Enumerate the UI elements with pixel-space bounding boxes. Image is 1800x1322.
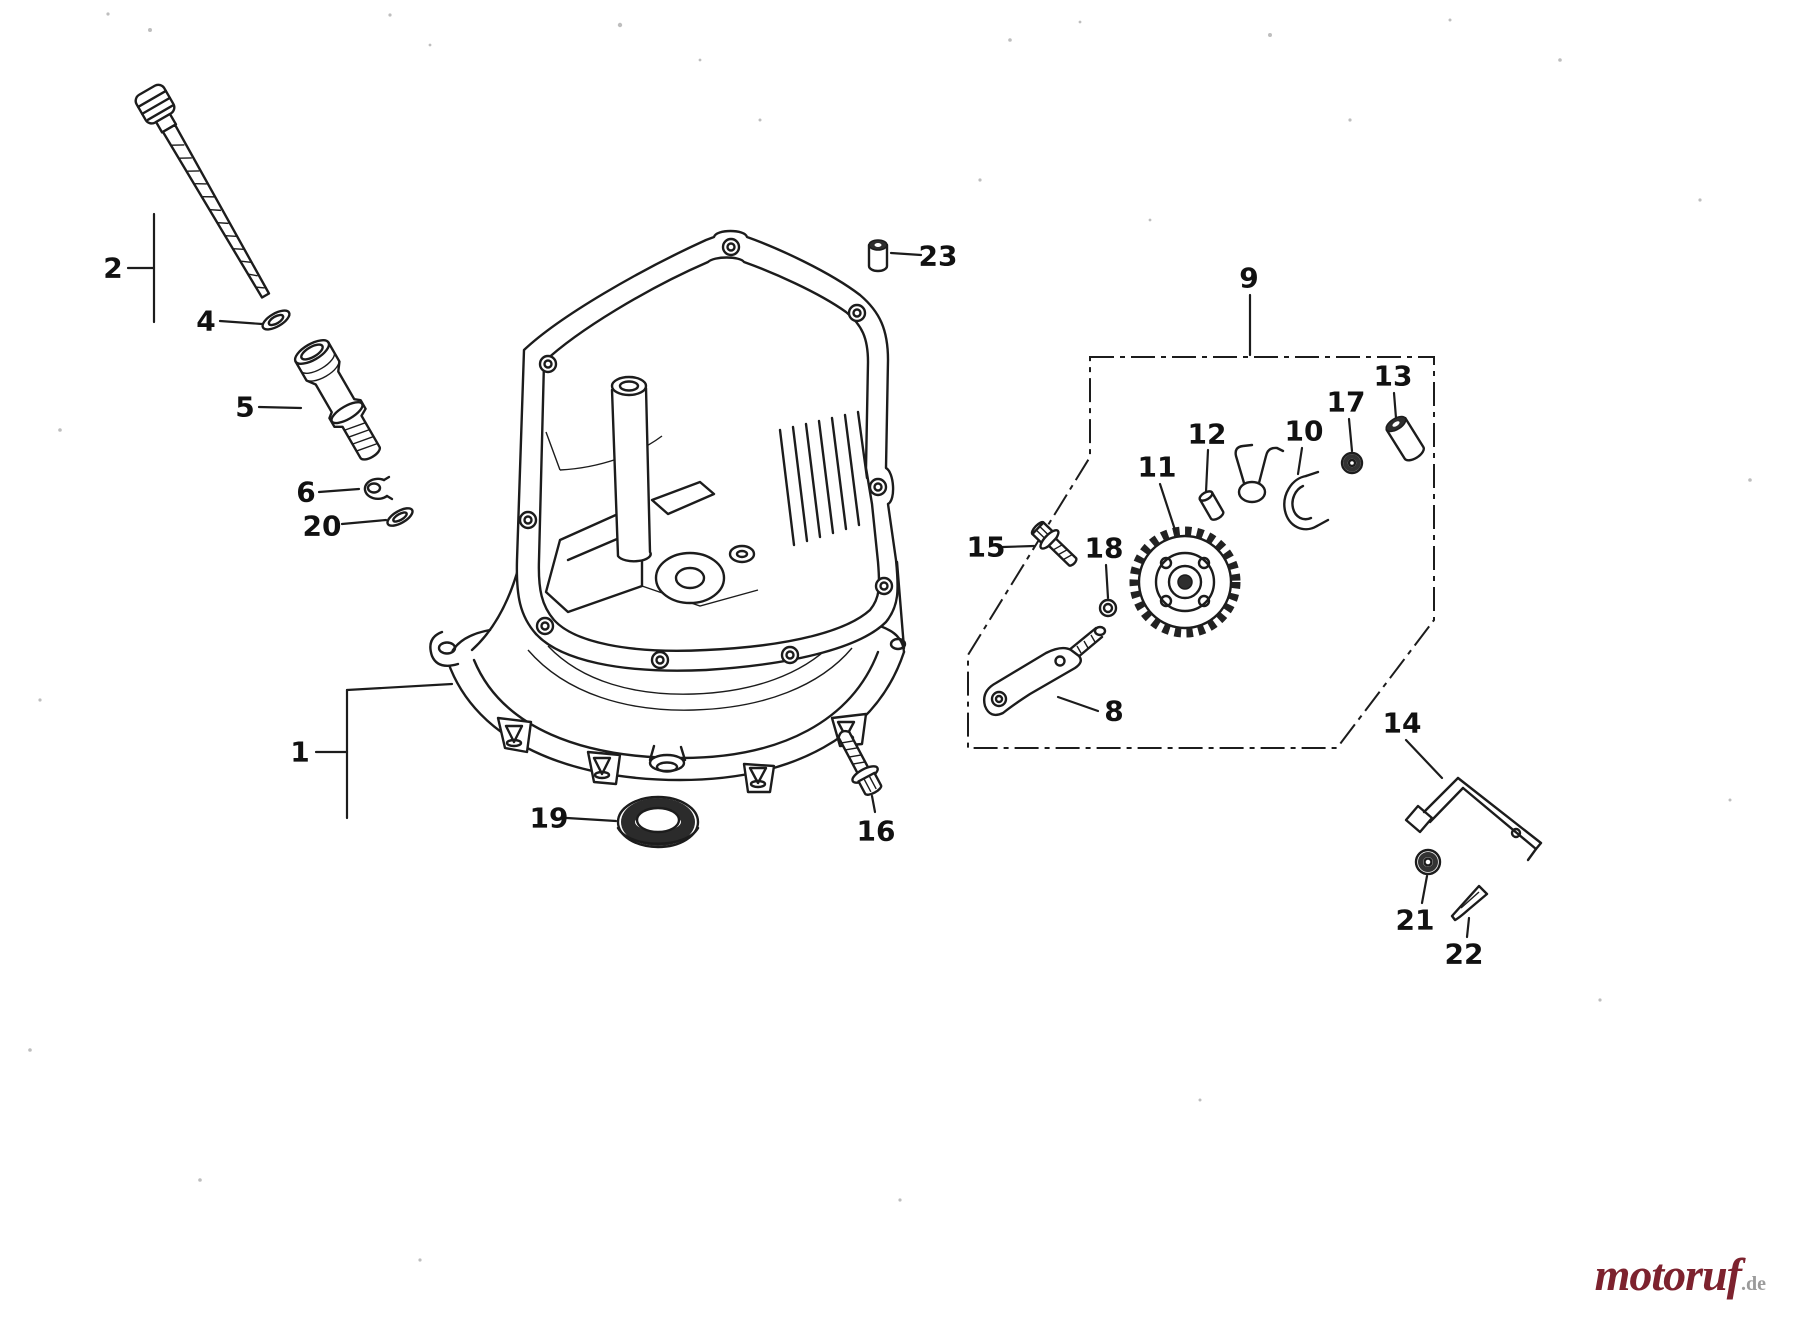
leader-line-11 — [1158, 482, 1178, 535]
leader-line-15 — [1001, 544, 1036, 549]
watermark-logo: motoruf.de — [1595, 1252, 1766, 1298]
part-callout-9: 9 — [1239, 261, 1259, 295]
leader-line-19 — [565, 816, 618, 823]
shift-collar-10 — [1283, 470, 1330, 531]
oil-pump-assembly — [982, 415, 1425, 717]
part-callout-19: 19 — [529, 801, 569, 835]
part-callout-5: 5 — [235, 390, 255, 424]
pan-interior — [544, 375, 869, 614]
flange-bolt-holes — [518, 237, 894, 670]
part-callout-14: 14 — [1382, 706, 1422, 740]
leader-line-6 — [317, 487, 361, 494]
leader-line-18 — [1104, 563, 1110, 600]
detail-box — [967, 356, 1435, 749]
bent-rod-14 — [1404, 776, 1543, 862]
leader-line-13 — [1392, 391, 1398, 420]
leader-line-21 — [1420, 874, 1429, 905]
part-callout-16: 16 — [856, 814, 896, 848]
leader-line-4 — [218, 319, 264, 326]
dipstick — [134, 83, 271, 299]
washer-21 — [1414, 848, 1442, 876]
oil-seal — [616, 795, 700, 849]
leader-line-12 — [1204, 448, 1210, 494]
part-callout-22: 22 — [1444, 937, 1484, 971]
part-callout-10: 10 — [1284, 414, 1324, 448]
leader-line-17 — [1347, 417, 1354, 453]
leader-line-22 — [1465, 916, 1471, 939]
leader-line-8 — [1056, 695, 1100, 713]
watermark-brand: motoruf — [1594, 1249, 1742, 1300]
part-callout-12: 12 — [1187, 417, 1227, 451]
oil-pan-flange — [515, 229, 899, 672]
part-callout-11: 11 — [1137, 450, 1177, 484]
dowel-pin-23 — [867, 239, 889, 273]
part-callout-2: 2 — [103, 251, 123, 285]
part-callout-18: 18 — [1084, 531, 1124, 565]
leader-line-14 — [1404, 738, 1444, 780]
part-callout-4: 4 — [196, 304, 216, 338]
clip-22 — [1450, 884, 1489, 922]
flange-bolt-15 — [1030, 520, 1078, 567]
washer-18 — [1098, 598, 1118, 618]
leader-line-5 — [257, 405, 303, 410]
scan-noise — [28, 12, 1752, 1262]
watermark-tld: .de — [1741, 1273, 1766, 1295]
bushing-13 — [1385, 415, 1425, 462]
leader-line-20 — [340, 518, 388, 526]
washer-17 — [1340, 451, 1364, 475]
part-callout-21: 21 — [1395, 903, 1435, 937]
part-callout-1: 1 — [290, 735, 310, 769]
clip-6 — [363, 475, 394, 501]
leader-line-23 — [889, 251, 923, 257]
flange-bolt-16 — [837, 729, 883, 796]
part-callout-17: 17 — [1326, 385, 1366, 419]
sealing-washer-4 — [261, 309, 291, 331]
leader-line-10 — [1296, 446, 1304, 476]
part-callout-15: 15 — [966, 530, 1006, 564]
governor-fork — [1234, 443, 1285, 504]
part-callout-6: 6 — [296, 475, 316, 509]
washer-20 — [386, 507, 414, 527]
oil-filler-neck — [293, 339, 382, 461]
part-callout-20: 20 — [302, 509, 342, 543]
governor-arm — [982, 625, 1107, 717]
pump-pin-12 — [1198, 490, 1225, 521]
part-callout-8: 8 — [1104, 694, 1124, 728]
pump-gear — [1129, 526, 1241, 638]
part-callout-23: 23 — [918, 239, 958, 273]
oil-pan-base — [429, 560, 907, 794]
leader-line-1 — [345, 682, 454, 692]
leader-line-16 — [870, 794, 877, 814]
part-callout-13: 13 — [1373, 359, 1413, 393]
